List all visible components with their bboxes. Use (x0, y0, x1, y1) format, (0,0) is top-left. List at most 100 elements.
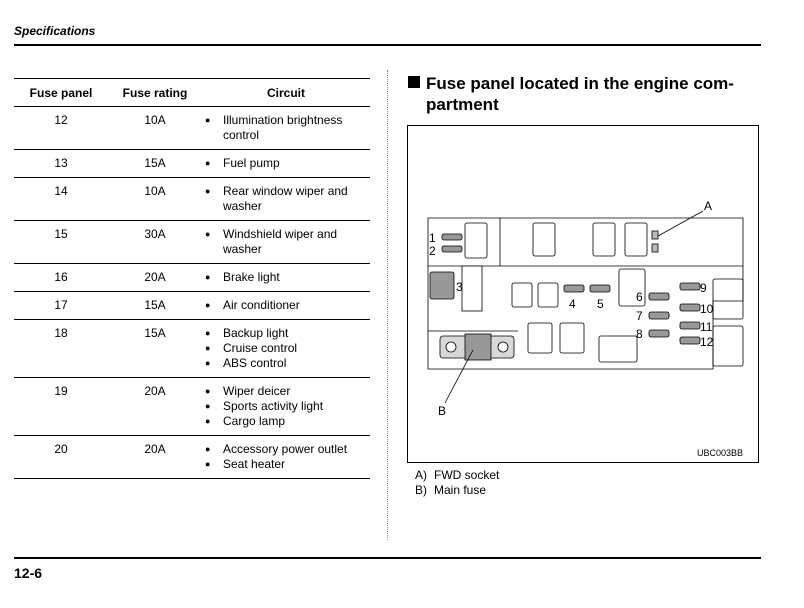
main-fuse-bolt (445, 341, 457, 353)
relay-block-right (618, 268, 646, 307)
fuse-label-5: 5 (597, 297, 604, 311)
fuse-1 (441, 233, 463, 241)
fuse-panel-cell: 12 (14, 106, 108, 150)
circuit-item: Cargo lamp (202, 414, 370, 429)
fuse-label-6: 6 (636, 290, 643, 304)
fuse-panel-cell: 15 (14, 220, 108, 264)
fuse-label-12: 12 (700, 335, 714, 349)
header-rule (14, 44, 761, 46)
figure-legend: A) FWD socket B) Main fuse (415, 468, 499, 498)
fuse-3-block (461, 265, 483, 312)
fuse-panel-cell: 17 (14, 291, 108, 320)
section-heading-line1: Fuse panel located in the engine com- (426, 74, 734, 93)
figure-code: UBC003BB (697, 448, 743, 458)
relay-lower-wide (598, 335, 638, 363)
column-divider (387, 70, 388, 540)
fuse-panel-cell: 14 (14, 177, 108, 221)
fuse-9 (679, 282, 701, 291)
table-row: 1210AIllumination brightness control (14, 106, 370, 150)
page-number: 12-6 (14, 565, 43, 581)
circuit-cell: Illumination brightness control (202, 106, 370, 150)
fuse-box-diagram: A B 1 2 3 4 5 6 7 8 9 10 11 12 UBC003BB (407, 125, 759, 463)
fuse-5 (589, 284, 611, 293)
fuse-panel-cell: 13 (14, 149, 108, 178)
circuit-item: Sports activity light (202, 399, 370, 414)
circuit-item: Seat heater (202, 457, 370, 472)
circuit-item: Wiper deicer (202, 384, 370, 399)
circuit-cell: Accessory power outletSeat heater (202, 435, 370, 479)
relay-small (511, 282, 533, 308)
table-row: 1530AWindshield wiper and washer (14, 220, 370, 264)
circuit-list: Accessory power outletSeat heater (202, 442, 370, 472)
fuse-label-11: 11 (700, 320, 713, 334)
fuse-rating-cell: 30A (108, 220, 202, 264)
fuse-11 (679, 321, 701, 330)
legend-letter: A) (415, 468, 427, 482)
circuit-item: Fuel pump (202, 156, 370, 171)
table-row: 1315AFuel pump (14, 149, 370, 178)
column-header-circuit: Circuit (202, 78, 370, 107)
circuit-list: Wiper deicerSports activity lightCargo l… (202, 384, 370, 429)
legend-item-b: B) Main fuse (415, 483, 499, 498)
main-fuse-bolt (497, 341, 509, 353)
relay-right-upper (712, 278, 744, 320)
relay-block (464, 222, 488, 259)
relay-lower (559, 322, 585, 354)
footer-rule (14, 557, 761, 559)
circuit-cell: Air conditioner (202, 291, 370, 320)
section-heading-line2: partment (426, 95, 499, 114)
fuse-7 (648, 311, 670, 320)
fuse-6 (648, 292, 670, 301)
fuse-2 (441, 245, 463, 253)
circuit-item: Brake light (202, 270, 370, 285)
section-heading: Fuse panel located in the engine com- pa… (408, 73, 763, 115)
fuse-panel-cell: 18 (14, 319, 108, 378)
fuse-rating-cell: 20A (108, 263, 202, 292)
circuit-item: Cruise control (202, 341, 370, 356)
circuit-list: Windshield wiper and washer (202, 227, 370, 257)
main-fuse (464, 333, 492, 361)
fuse-label-4: 4 (569, 297, 576, 311)
fuse-10 (679, 303, 701, 312)
table-row: 2020AAccessory power outletSeat heater (14, 435, 370, 479)
fuse-rating-cell: 15A (108, 291, 202, 320)
circuit-cell: Wiper deicerSports activity lightCargo l… (202, 377, 370, 436)
fuse-label-8: 8 (636, 327, 643, 341)
fuse-label-7: 7 (636, 309, 643, 323)
callout-line-b (444, 349, 474, 404)
circuit-cell: Rear window wiper and washer (202, 177, 370, 221)
table-row: 1620ABrake light (14, 263, 370, 292)
fuse-label-1: 1 (429, 231, 436, 245)
fwd-socket (651, 230, 659, 240)
table-row: 1920AWiper deicerSports activity lightCa… (14, 377, 370, 436)
legend-text: FWD socket (434, 468, 500, 482)
legend-letter: B) (415, 483, 427, 497)
fuse-panel-cell: 19 (14, 377, 108, 436)
fuse-box-drawing: A B 1 2 3 4 5 6 7 8 9 10 11 12 UBC003BB (427, 199, 744, 458)
circuit-item: Illumination brightness control (202, 113, 370, 143)
table-row: 1410ARear window wiper and washer (14, 177, 370, 221)
table-body: 1210AIllumination brightness control1315… (14, 106, 370, 479)
circuit-item: Rear window wiper and washer (202, 184, 370, 214)
fuse-4 (563, 284, 585, 293)
column-header-fuse-rating: Fuse rating (108, 78, 202, 107)
circuit-list: Illumination brightness control (202, 113, 370, 143)
fuse-rating-cell: 15A (108, 149, 202, 178)
page-header-title: Specifications (14, 24, 96, 38)
fuse-12 (679, 336, 701, 345)
relay-lower (527, 322, 553, 354)
fuse-label-3: 3 (456, 280, 463, 294)
circuit-item: ABS control (202, 356, 370, 371)
callout-b-label: B (438, 404, 446, 418)
relay-block (592, 222, 616, 257)
table-header-row: Fuse panel Fuse rating Circuit (14, 78, 370, 107)
circuit-list: Fuel pump (202, 156, 370, 171)
circuit-cell: Backup lightCruise controlABS control (202, 319, 370, 378)
circuit-list: Rear window wiper and washer (202, 184, 370, 214)
bullet-square-icon (408, 76, 420, 88)
relay-block (624, 222, 648, 257)
column-header-fuse-panel: Fuse panel (14, 78, 108, 107)
legend-text: Main fuse (434, 483, 487, 497)
fuse-rating-cell: 20A (108, 377, 202, 436)
table-row: 1815ABackup lightCruise controlABS contr… (14, 319, 370, 378)
